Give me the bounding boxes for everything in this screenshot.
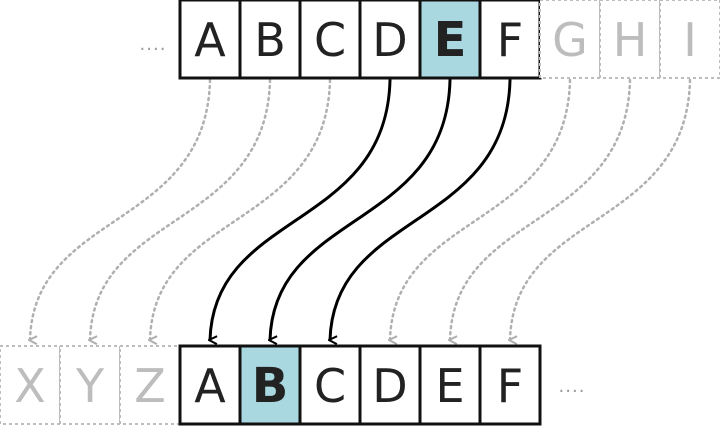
plaintext-cell-box	[178, 0, 242, 80]
plaintext-cell-e: E	[418, 0, 482, 80]
plaintext-cell-box	[358, 0, 422, 80]
ciphertext-cell-e: E	[418, 344, 482, 426]
ciphertext-cell-c: C	[298, 344, 362, 426]
ciphertext-cell-letter: E	[435, 359, 464, 413]
plaintext-cell-letter: E	[434, 12, 467, 68]
ciphertext-cell-box	[298, 344, 362, 426]
plaintext-cell-letter: F	[497, 13, 523, 67]
plaintext-cell-i: I	[659, 0, 720, 79]
ciphertext-cell-box	[59, 345, 121, 425]
plaintext-cell-letter: C	[314, 13, 346, 67]
plaintext-cell-letter: H	[613, 13, 648, 67]
ciphertext-cell-letter: Z	[134, 359, 166, 413]
ciphertext-ellipsis: ....	[559, 376, 586, 397]
ciphertext-cell-letter: X	[14, 359, 46, 413]
ciphertext-cell-letter: F	[497, 359, 523, 413]
plaintext-cell-box	[238, 0, 302, 80]
ciphertext-cell-d: D	[358, 344, 422, 426]
ciphertext-cell-f: F	[478, 344, 542, 426]
ciphertext-cell-box	[418, 344, 482, 426]
shift-arrow-e-to-b	[270, 78, 452, 340]
shift-arrow-i-to-f	[510, 78, 692, 340]
plaintext-cell-d: D	[358, 0, 422, 80]
ciphertext-cell-b: B	[238, 344, 302, 426]
shift-arrow-c-to-z	[150, 78, 332, 340]
shift-arrow-g-to-d	[390, 78, 572, 340]
shift-arrows	[30, 78, 692, 340]
ciphertext-cell-letter: B	[252, 358, 289, 414]
ciphertext-cell-letter: Y	[75, 359, 105, 413]
ciphertext-cell-letter: D	[372, 359, 407, 413]
plaintext-cell-b: B	[238, 0, 302, 80]
plaintext-cell-f: F	[478, 0, 542, 80]
plaintext-cell-box	[298, 0, 362, 80]
plaintext-cell-letter: D	[372, 13, 407, 67]
ciphertext-cell-box	[478, 344, 542, 426]
plaintext-cell-g: G	[539, 0, 601, 79]
plaintext-cell-letter: G	[552, 13, 588, 67]
plaintext-cell-letter: A	[194, 13, 226, 67]
shift-arrow-h-to-e	[450, 78, 632, 340]
ciphertext-cell-box	[178, 344, 242, 426]
plaintext-cell-c: C	[298, 0, 362, 80]
plaintext-cell-box	[599, 0, 661, 79]
plaintext-cell-box	[659, 0, 720, 79]
plaintext-cell-letter: I	[683, 13, 697, 67]
ciphertext-cell-z: Z	[119, 345, 181, 425]
plaintext-ellipsis: ....	[140, 34, 167, 55]
ciphertext-cell-letter: A	[194, 359, 226, 413]
ciphertext-cell-x: X	[0, 345, 61, 425]
plaintext-cell-a: A	[178, 0, 242, 80]
ciphertext-cell-a: A	[178, 344, 242, 426]
plaintext-cell-letter: B	[254, 13, 286, 67]
shift-arrow-d-to-a	[210, 78, 392, 340]
plaintext-cell-box	[539, 0, 601, 79]
shift-arrow-f-to-c	[330, 78, 512, 340]
shift-arrow-a-to-x	[30, 78, 212, 340]
shift-arrow-b-to-y	[90, 78, 272, 340]
ciphertext-cell-letter: C	[314, 359, 346, 413]
plaintext-cell-h: H	[599, 0, 661, 79]
ciphertext-cell-y: Y	[59, 345, 121, 425]
